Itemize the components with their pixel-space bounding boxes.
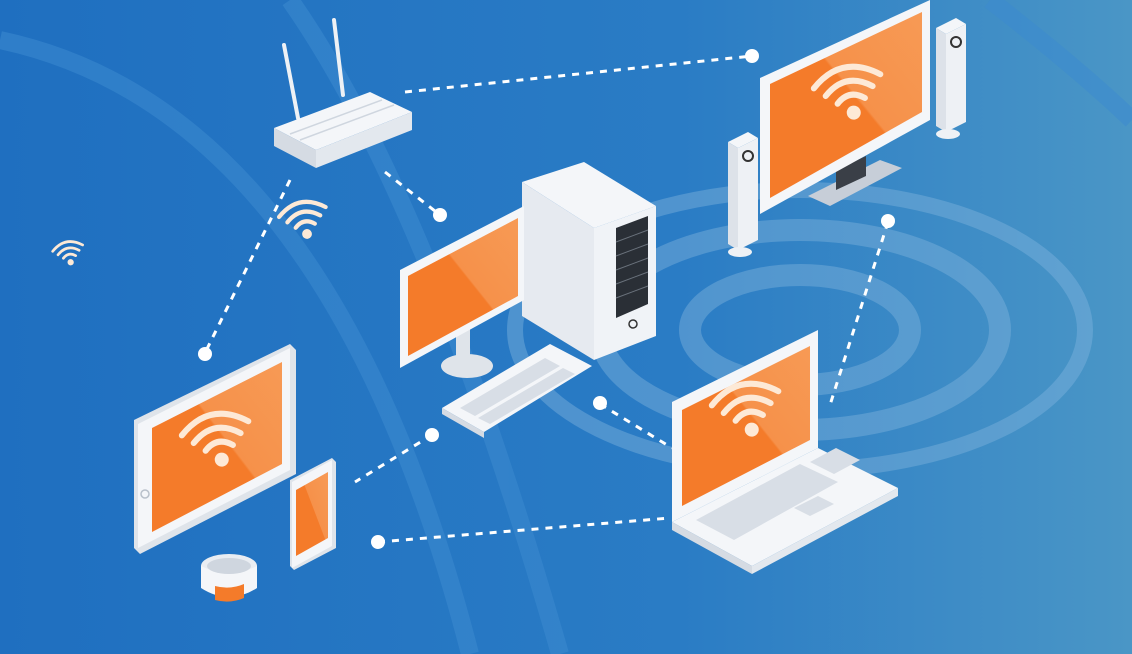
- desktop-device: [277, 162, 656, 438]
- tablet-device: [134, 344, 296, 554]
- connector-nodes: [198, 49, 895, 549]
- tv-device: [728, 0, 966, 257]
- phone-device: [50, 237, 336, 570]
- wristband-device: [201, 554, 257, 602]
- router-device: [274, 18, 412, 168]
- laptop-device: [672, 330, 898, 574]
- network-connectors: [203, 54, 890, 544]
